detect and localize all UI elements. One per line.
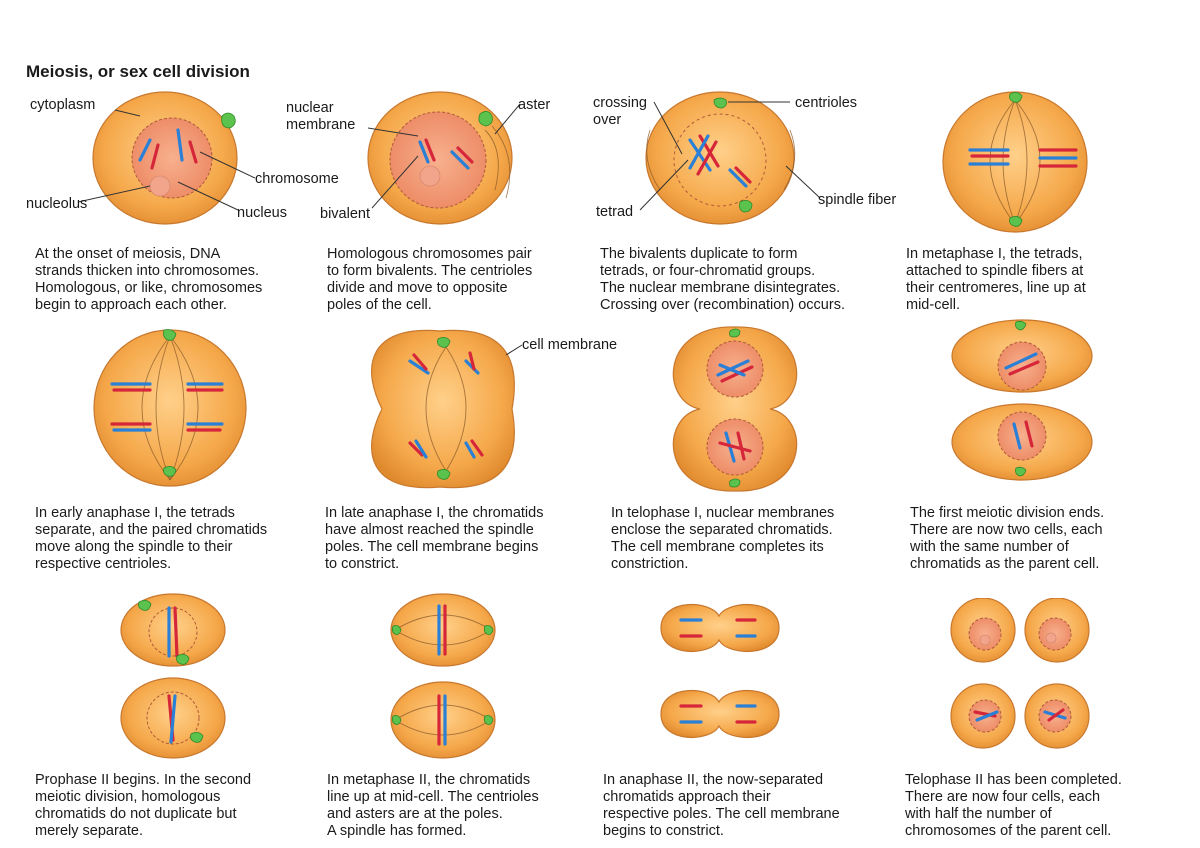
caption-line: to form bivalents. The centrioles	[327, 263, 533, 279]
caption-line: and asters are at the poles.	[327, 806, 503, 822]
caption-line: respective centrioles.	[35, 556, 172, 572]
caption-stage-8: The first meiotic division ends. There a…	[910, 505, 1200, 573]
caption-stage-7: In telophase I, nuclear membranes enclos…	[611, 505, 901, 573]
caption-stage-11: In anaphase II, the now-separated chroma…	[603, 772, 893, 840]
caption-line: chromatids do not duplicate but	[35, 806, 237, 822]
caption-line: The bivalents duplicate to form	[600, 246, 798, 262]
label-nuclear-membrane-1: nuclear	[286, 100, 334, 116]
caption-line: mid-cell.	[906, 297, 960, 313]
stage-6-figure: cell membrane	[370, 325, 650, 495]
caption-line: with half the number of	[905, 806, 1052, 822]
caption-line: constriction.	[611, 556, 689, 572]
caption-line: meiotic division, homologous	[35, 789, 221, 805]
caption-line: enclose the separated chromatids.	[611, 522, 833, 538]
caption-stage-6: In late anaphase I, the chromatids have …	[325, 505, 615, 573]
label-cytoplasm: cytoplasm	[30, 97, 96, 113]
page-title: Meiosis, or sex cell division	[26, 62, 250, 81]
caption-stage-9: Prophase II begins. In the second meioti…	[35, 772, 325, 840]
stage-1-figure: cytoplasm chromosome nucleolus nucleus	[0, 90, 339, 230]
stage-3-figure: crossing over centrioles tetrad spindle …	[590, 90, 920, 230]
caption-line: Homologous chromosomes pair	[327, 246, 532, 262]
caption-line: There are now four cells, each	[905, 789, 1101, 805]
caption-stage-2: Homologous chromosomes pair to form biva…	[327, 246, 617, 314]
stage-3-cell	[639, 91, 821, 225]
stage-10-figure	[385, 592, 505, 762]
caption-line: chromosomes of the parent cell.	[905, 823, 1112, 839]
caption-line: chromatids approach their	[603, 789, 771, 805]
caption-line: move along the spindle to their	[35, 539, 233, 555]
label-tetrad: tetrad	[596, 204, 634, 220]
stage-9-cells	[120, 593, 226, 759]
label-nucleus: nucleus	[237, 205, 287, 221]
stage-8-cells	[951, 319, 1093, 481]
caption-stage-1: At the onset of meiosis, DNA strands thi…	[35, 246, 325, 314]
stage-11-cells	[660, 604, 780, 738]
label-centrioles: centrioles	[795, 95, 858, 111]
label-chromosome: chromosome	[255, 171, 339, 187]
caption-stage-4: In metaphase I, the tetrads, attached to…	[906, 246, 1196, 314]
stage-5-figure	[80, 328, 260, 488]
caption-line: The nuclear membrane disintegrates.	[600, 280, 841, 296]
stage-12-cells	[950, 598, 1090, 749]
stage-10-cells	[390, 593, 496, 759]
caption-line: Telophase II has been completed.	[905, 772, 1122, 788]
caption-line: In metaphase I, the tetrads,	[906, 246, 1083, 262]
caption-line: In anaphase II, the now-separated	[603, 772, 824, 788]
stage-1-cell	[77, 91, 256, 225]
caption-line: begin to approach each other.	[35, 297, 227, 313]
stage-2-figure: nuclear membrane aster bivalent	[280, 90, 580, 230]
stage-9-figure	[115, 592, 235, 762]
caption-line: line up at mid-cell. The centrioles	[327, 789, 539, 805]
caption-stage-3: The bivalents duplicate to form tetrads,…	[600, 246, 890, 314]
stage-6-cell	[370, 329, 523, 489]
caption-stage-5: In early anaphase I, the tetrads separat…	[35, 505, 325, 573]
caption-line: Crossing over (recombination) occurs.	[600, 297, 845, 313]
caption-line: strands thicken into chromosomes.	[35, 263, 260, 279]
label-spindle-fiber: spindle fiber	[818, 192, 897, 208]
caption-line: The first meiotic division ends.	[910, 505, 1105, 521]
label-crossing-over-2: over	[593, 112, 622, 128]
stage-4-figure	[930, 90, 1100, 236]
caption-line: have almost reached the spindle	[325, 522, 534, 538]
caption-line: poles of the cell.	[327, 297, 432, 313]
caption-line: Homologous, or like, chromosomes	[35, 280, 263, 296]
label-crossing-over-1: crossing	[593, 95, 647, 111]
caption-stage-12: Telophase II has been completed. There a…	[905, 772, 1195, 840]
label-nuclear-membrane-2: membrane	[286, 117, 356, 133]
label-nucleolus: nucleolus	[26, 196, 88, 212]
caption-line: There are now two cells, each	[910, 522, 1103, 538]
caption-line: with the same number of	[910, 539, 1069, 555]
stage-5-cell	[93, 329, 247, 487]
stage-7-cell	[672, 326, 798, 492]
caption-line: Prophase II begins. In the second	[35, 772, 252, 788]
stage-4-cell	[942, 91, 1088, 233]
caption-line: begins to constrict.	[603, 823, 724, 839]
caption-line: In telophase I, nuclear membranes	[611, 505, 835, 521]
stage-8-figure	[950, 318, 1100, 488]
stage-12-figure	[945, 598, 1105, 758]
caption-line: At the onset of meiosis, DNA	[35, 246, 221, 262]
caption-line: A spindle has formed.	[327, 823, 467, 839]
caption-line: chromatids as the parent cell.	[910, 556, 1100, 572]
caption-line: The cell membrane completes its	[611, 539, 824, 555]
stage-2-cell	[367, 91, 521, 225]
caption-line: In early anaphase I, the tetrads	[35, 505, 235, 521]
caption-line: divide and move to opposite	[327, 280, 508, 296]
caption-line: poles. The cell membrane begins	[325, 539, 539, 555]
caption-line: respective poles. The cell membrane	[603, 806, 840, 822]
label-aster: aster	[518, 97, 551, 113]
caption-line: In metaphase II, the chromatids	[327, 772, 531, 788]
label-cell-membrane: cell membrane	[522, 337, 618, 353]
label-bivalent: bivalent	[320, 206, 370, 222]
caption-line: In late anaphase I, the chromatids	[325, 505, 544, 521]
caption-line: tetrads, or four-chromatid groups.	[600, 263, 816, 279]
caption-line: attached to spindle fibers at	[906, 263, 1084, 279]
caption-line: their centromeres, line up at	[906, 280, 1086, 296]
caption-line: merely separate.	[35, 823, 143, 839]
caption-line: to constrict.	[325, 556, 400, 572]
stage-11-figure	[655, 598, 785, 758]
caption-line: separate, and the paired chromatids	[35, 522, 268, 538]
caption-stage-10: In metaphase II, the chromatids line up …	[327, 772, 617, 840]
stage-7-figure	[660, 325, 810, 495]
